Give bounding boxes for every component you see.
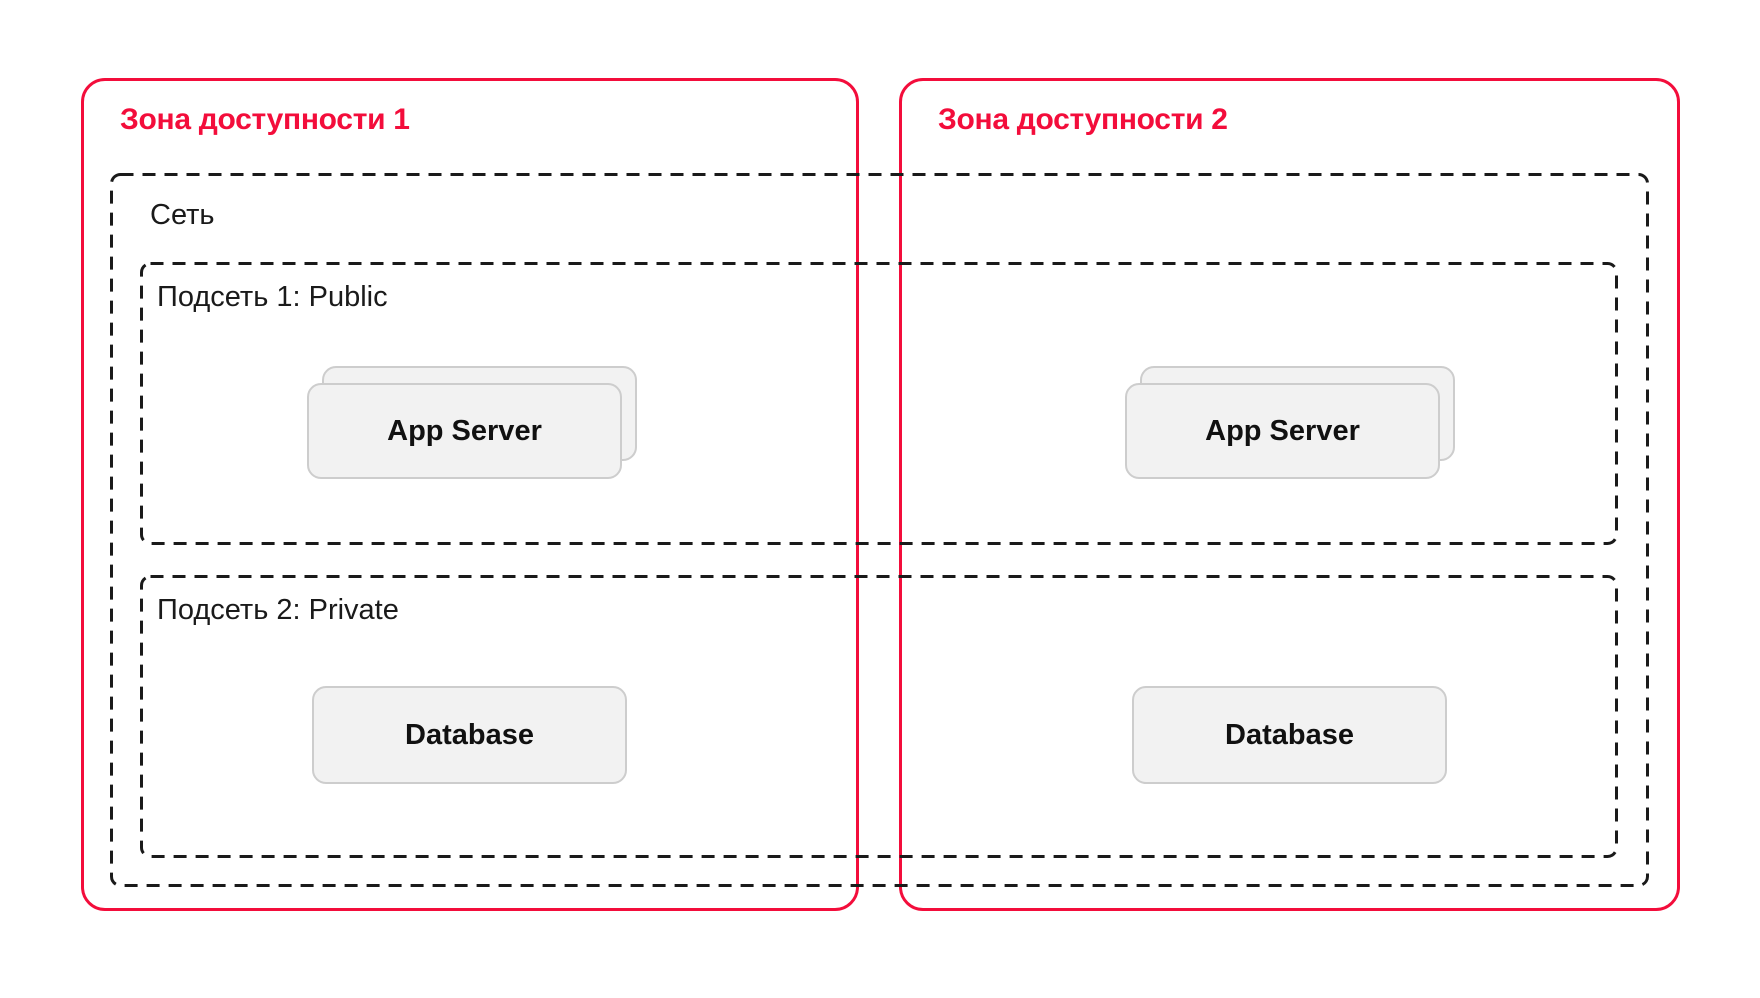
app-server-stack-zone-1: App Server [307,366,637,479]
app-server-stack-zone-2: App Server [1125,366,1455,479]
availability-zone-2-title: Зона доступности 2 [938,103,1228,136]
database-node-zone-2: Database [1132,686,1447,784]
availability-zone-1-title: Зона доступности 1 [120,103,410,136]
subnet-private-container: Подсеть 2: Private [140,575,1618,858]
subnet-private-dashed-border [140,575,1618,858]
availability-zone-2: Зона доступности 2 [899,78,1680,911]
subnet-public-dashed-border [140,262,1618,545]
database-node-zone-1: Database [312,686,627,784]
network-container: Сеть [110,173,1649,887]
subnet-public-container: Подсеть 1: Public [140,262,1618,545]
subnet-private-label: Подсеть 2: Private [157,594,399,626]
subnet-public-label: Подсеть 1: Public [157,281,388,313]
app-server-node-zone-2: App Server [1125,383,1440,479]
network-label: Сеть [150,199,215,231]
app-server-node-zone-1: App Server [307,383,622,479]
network-dashed-border [110,173,1649,887]
availability-zone-1: Зона доступности 1 [81,78,859,911]
